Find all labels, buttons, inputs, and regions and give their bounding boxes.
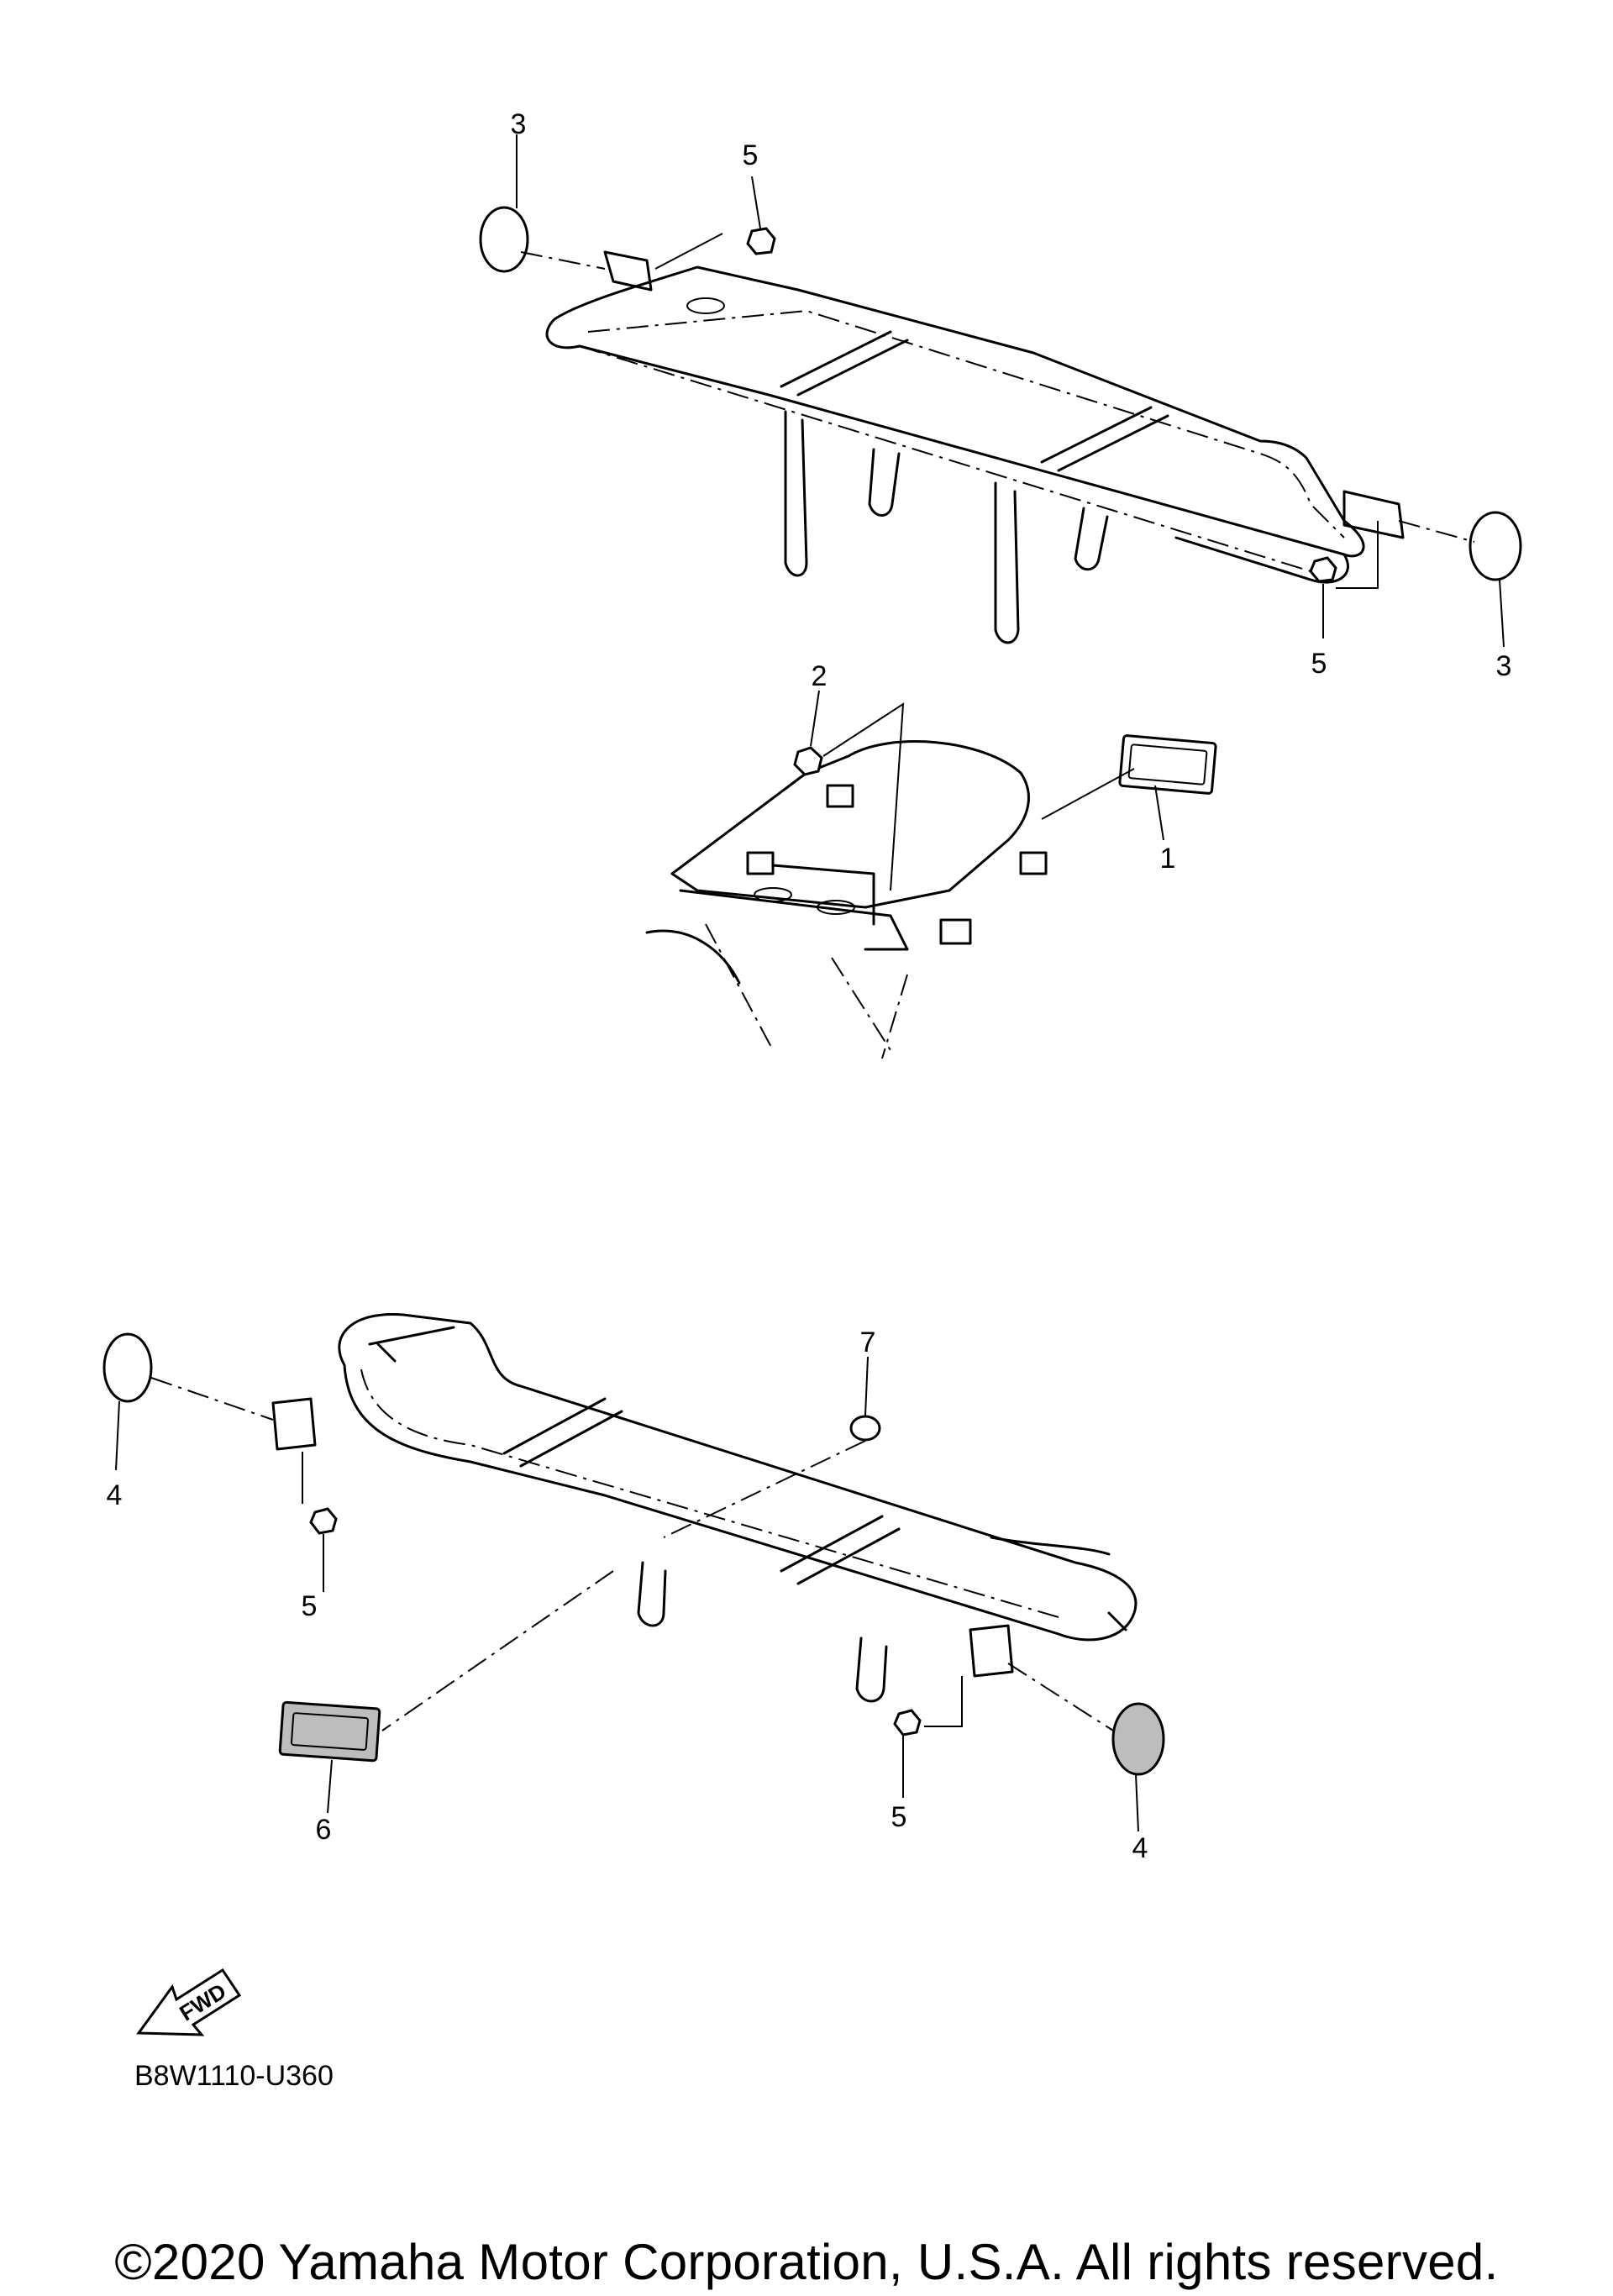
- middle-bracket-frame: [670, 740, 1030, 909]
- bottom-rack-crossbar-left: [502, 1397, 623, 1468]
- top-rack-tab: [686, 297, 725, 314]
- bottom-leader-lines: [115, 1356, 1139, 1832]
- callout-5-bottom-left: 5: [301, 1590, 318, 1622]
- top-rack-assembly: [545, 250, 1405, 644]
- top-rack-right-bracket: [1342, 490, 1405, 539]
- nut-middle: [793, 746, 823, 776]
- washer-bottom: [849, 1415, 881, 1442]
- middle-bracket-tab-3: [939, 918, 972, 945]
- bottom-rack-frame: [338, 1312, 1138, 1642]
- callout-7: 7: [859, 1327, 876, 1358]
- top-rack-crossbar-left: [780, 330, 909, 397]
- nut-top-left: [746, 227, 776, 255]
- diagram-reference-code: B8W1110-U360: [134, 2060, 334, 2092]
- top-rack-leg-4: [1074, 507, 1109, 571]
- nut-bottom-left: [309, 1507, 338, 1535]
- copyright-notice: ©2020 Yamaha Motor Corporation, U.S.A. A…: [114, 2234, 1499, 2290]
- top-leader-lines: [516, 134, 1505, 648]
- top-rack-crossbar-right: [1040, 406, 1169, 472]
- bottom-rack-crossbar-right: [780, 1515, 901, 1585]
- callout-5-top-right: 5: [1311, 648, 1327, 680]
- callout-6: 6: [315, 1814, 332, 1846]
- top-rack-leg-1: [784, 410, 808, 577]
- bottom-rack-leg-1: [637, 1561, 667, 1627]
- top-rack-left-bracket: [603, 250, 653, 292]
- bottom-rack-left-bracket: [271, 1397, 317, 1451]
- bottom-rack-assembly: [271, 1312, 1138, 1703]
- middle-bracket-hole-1: [754, 887, 792, 902]
- top-rack-leg-2: [868, 448, 901, 517]
- top-rack-leg-3: [994, 481, 1020, 644]
- callout-5-top-left: 5: [742, 139, 759, 171]
- nut-top-right: [1309, 556, 1337, 583]
- middle-bracket-tab-4: [746, 851, 775, 875]
- top-rack-frame: [545, 265, 1365, 558]
- bottom-rack-leg-2: [855, 1637, 888, 1703]
- top-rack-inner-line: [587, 309, 1345, 539]
- callout-1: 1: [1159, 843, 1176, 875]
- nut-bottom-right: [893, 1709, 922, 1736]
- reflector-round-top-right: [1469, 511, 1522, 581]
- middle-leader-lines: [810, 690, 1164, 891]
- reflector-round-top-left: [479, 206, 529, 273]
- bottom-rack-right-bracket: [969, 1624, 1014, 1678]
- callout-3-top-left: 3: [510, 108, 527, 140]
- middle-bracket-tab-1: [826, 784, 854, 808]
- callout-4-bottom-right: 4: [1132, 1832, 1148, 1864]
- callout-4-bottom-left: 4: [106, 1479, 123, 1511]
- callout-2: 2: [811, 660, 828, 692]
- reflector-rect-bottom: [278, 1700, 381, 1763]
- middle-bracket-assembly: [645, 740, 1048, 1059]
- callout-3-top-right: 3: [1495, 650, 1512, 682]
- fwd-arrow-icon: [136, 1968, 242, 2036]
- middle-bracket-hole-2: [817, 900, 855, 915]
- middle-bracket-tab-2: [1019, 851, 1048, 875]
- callout-5-bottom-right: 5: [891, 1801, 907, 1833]
- reflector-round-bottom-right: [1111, 1702, 1165, 1776]
- reflector-round-bottom-left: [102, 1332, 153, 1403]
